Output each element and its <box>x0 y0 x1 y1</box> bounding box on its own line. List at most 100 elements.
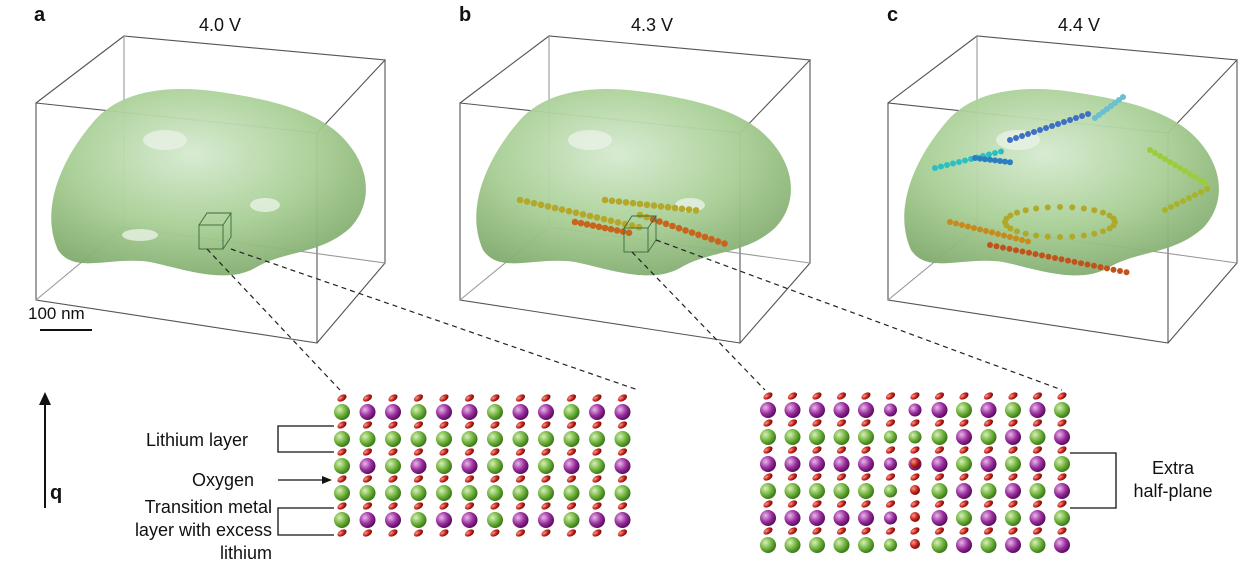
oxygen-atom <box>1032 500 1043 508</box>
oxygen-atom <box>337 502 347 510</box>
lattice-atom <box>884 403 897 417</box>
dislocation-node <box>1097 264 1104 271</box>
lattice-atom <box>512 431 529 447</box>
lattice-atom <box>359 512 376 528</box>
lattice-atom <box>436 485 452 501</box>
dislocation-node <box>629 199 637 207</box>
oxygen-atom <box>362 475 373 483</box>
oxygen-atom <box>388 529 398 537</box>
lattice-atom <box>858 402 874 418</box>
dislocation-node <box>669 222 676 230</box>
oxygen-atom <box>983 392 994 400</box>
dislocation-node <box>1186 195 1192 201</box>
oxygen-atom <box>787 419 798 427</box>
oxygen-atom <box>413 475 424 483</box>
lattice-atom <box>1029 483 1046 499</box>
dislocation-node <box>1025 238 1031 245</box>
dislocation-node <box>965 223 971 230</box>
dislocation-node <box>1172 162 1178 168</box>
dislocation-node <box>1013 135 1019 141</box>
lattice-atom <box>385 485 401 501</box>
dislocation-node <box>977 226 983 233</box>
oxygen-atom <box>592 394 602 402</box>
lattice-atom <box>512 512 529 528</box>
lattice-atom <box>833 456 850 472</box>
oxygen-atom <box>885 527 896 535</box>
dislocation-node <box>1055 121 1061 127</box>
lattice-atom <box>884 484 897 498</box>
lattice-atom <box>956 429 972 445</box>
extra-half-plane-label: Extra half-plane <box>1128 458 1218 501</box>
dislocation-node <box>1006 245 1013 252</box>
oxygen-atom <box>566 502 577 510</box>
lattice-atom <box>334 512 350 528</box>
particle-a-highlights <box>122 130 280 241</box>
oxygen-atom <box>1057 473 1067 481</box>
oxygen-atom <box>910 485 920 495</box>
oxygen-atom <box>959 419 969 427</box>
dislocation-node <box>947 219 953 225</box>
oxygen-atom <box>763 419 773 427</box>
dislocation-node <box>1078 260 1084 267</box>
dislocation-node <box>993 243 1000 250</box>
dislocation-node <box>972 155 978 161</box>
lattice-atom <box>760 429 776 445</box>
lattice-atom <box>784 429 801 445</box>
lattice-atom <box>1054 402 1070 418</box>
dislocation-node <box>1045 253 1052 260</box>
oxygen-atom <box>861 527 871 535</box>
dislocation-node <box>1152 150 1158 156</box>
dislocation-node <box>613 227 621 234</box>
lattice-atom <box>589 458 605 474</box>
dislocation-node <box>608 197 616 205</box>
oxygen-atom <box>934 446 945 454</box>
lattice-atom <box>760 402 776 418</box>
dislocation-node <box>1044 233 1051 240</box>
lattice-atom <box>908 430 922 444</box>
lattice-atom <box>563 485 580 501</box>
oxygen-atom <box>592 421 602 429</box>
oxygen-atom <box>1032 419 1043 427</box>
oxygen-atom <box>388 421 398 429</box>
lattice-atom <box>614 512 631 528</box>
zoom-cube-a <box>198 212 232 250</box>
dislocation-node <box>628 222 636 229</box>
dislocation-node <box>657 203 665 210</box>
dislocation-node <box>1052 255 1058 261</box>
dislocation-node <box>1061 119 1067 125</box>
oxygen-atom <box>836 500 847 508</box>
dislocation-node <box>615 198 623 205</box>
dislocation-node <box>1167 159 1173 165</box>
oxygen-atom <box>413 502 424 510</box>
q-axis-label: q <box>50 482 63 504</box>
lattice-atom <box>931 510 948 526</box>
oxygen-atom <box>617 529 628 537</box>
oxygen-atom <box>1008 500 1018 508</box>
oxygen-atom <box>934 500 945 508</box>
lattice-atom <box>563 512 580 528</box>
dislocation-node <box>944 162 950 168</box>
dislocation-node <box>1007 212 1014 219</box>
dislocation-node <box>1013 247 1019 254</box>
oxygen-atom <box>490 502 500 510</box>
dislocation-node <box>1110 215 1117 222</box>
panel-label-c: c <box>887 4 899 26</box>
dislocation-node <box>1091 230 1098 237</box>
dislocation-node <box>1025 131 1031 137</box>
oxygen-atom <box>1057 527 1067 535</box>
oxygen-atom <box>1008 419 1018 427</box>
dislocation-node <box>1019 133 1025 139</box>
lattice-atom <box>487 458 503 474</box>
oxygen-atom <box>910 500 920 508</box>
lattice-atom <box>760 483 776 499</box>
dislocation-node <box>577 219 585 227</box>
dislocation-node <box>1157 153 1163 159</box>
lattice-atom <box>385 431 401 447</box>
lattice-atom <box>334 404 350 420</box>
dislocation-node <box>1019 237 1025 243</box>
dislocation-node <box>1080 205 1087 212</box>
oxygen-atom <box>617 421 628 429</box>
lattice-atom <box>980 537 997 553</box>
tm-layer-label-group: Transition metal layer with excess lithi… <box>116 497 272 563</box>
